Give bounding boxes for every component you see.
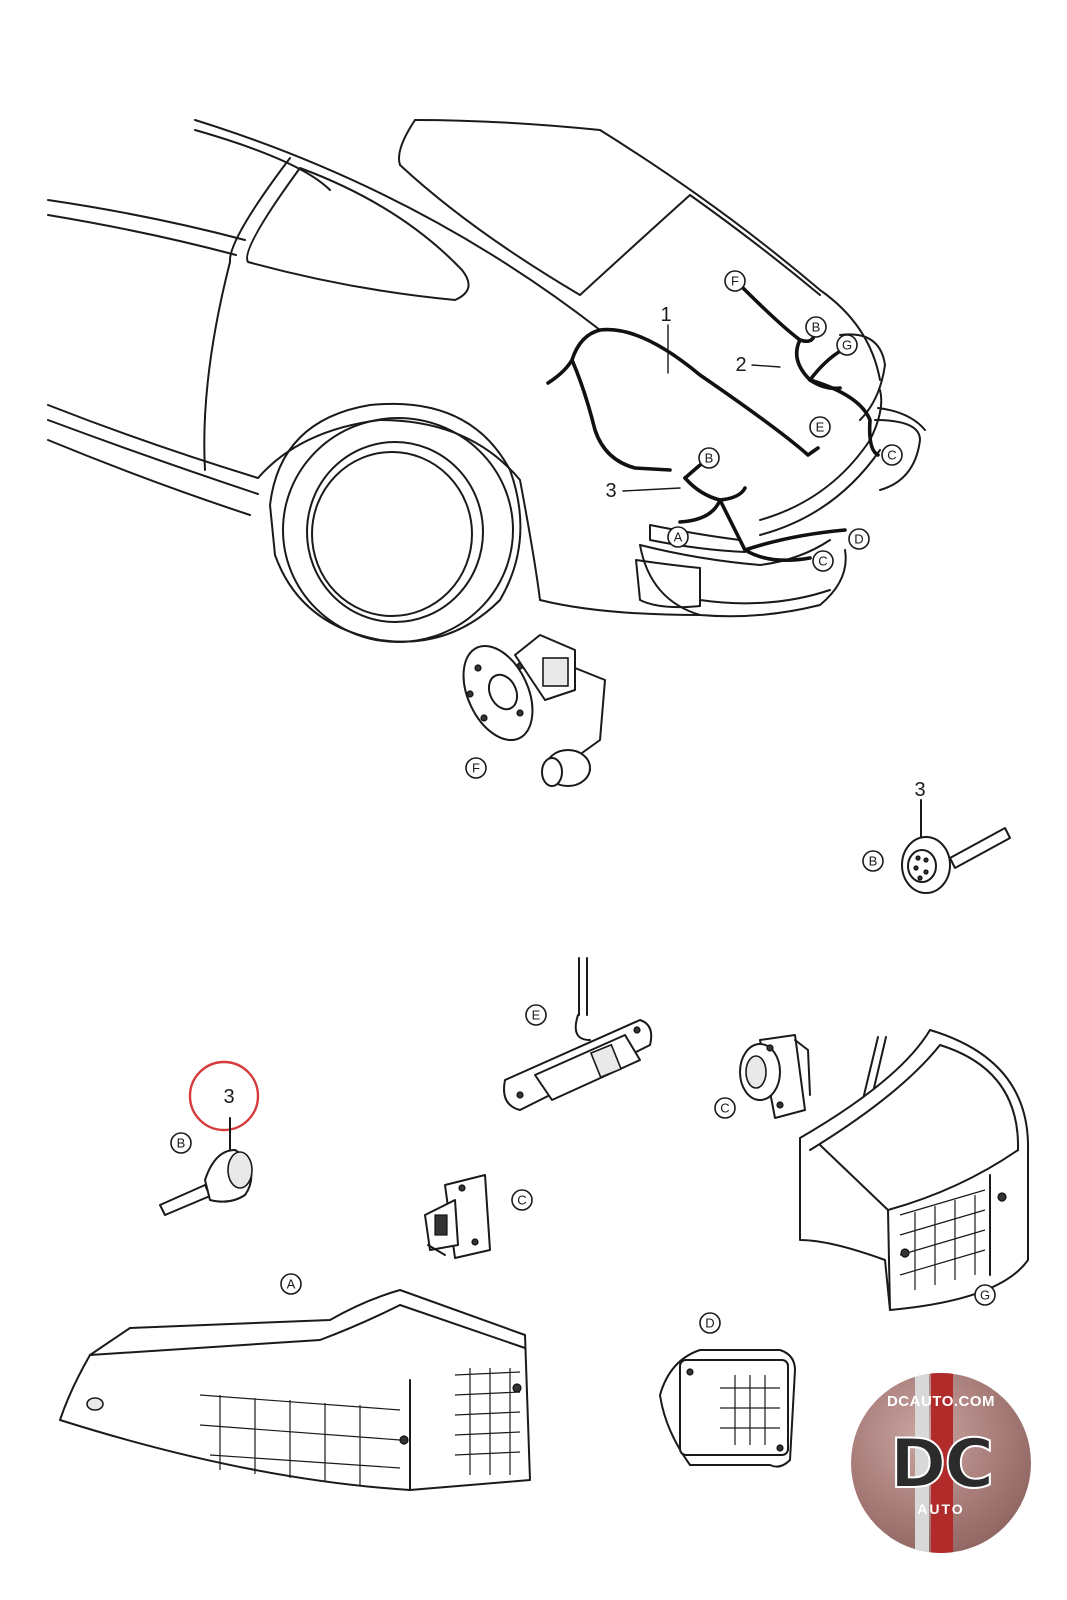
logo-stripe: [931, 1373, 953, 1553]
callout-car-b-mid: B: [698, 447, 720, 469]
svg-text:G: G: [842, 338, 852, 353]
callout-socket-c-mid: C: [511, 1189, 533, 1211]
bulb-socket-c-mid: [424, 1174, 491, 1259]
car-body: [47, 119, 926, 618]
plug-b-right: [901, 799, 1011, 894]
callout-car-f: F: [724, 270, 746, 292]
svg-text:A: A: [674, 530, 683, 545]
svg-text:D: D: [854, 532, 863, 547]
plug-b-highlighted-number: 3: [223, 1086, 234, 1108]
callout-sender-f: F: [465, 757, 487, 779]
svg-text:C: C: [818, 554, 827, 569]
logo-mark: DC: [889, 1424, 995, 1505]
plug-b-top-number: 3: [914, 779, 925, 801]
callout-plug-b-right: B: [862, 850, 884, 872]
svg-text:C: C: [887, 448, 896, 463]
callout-car-c-right: C: [881, 444, 903, 466]
svg-text:B: B: [869, 854, 878, 869]
logo-subtext: AUTO: [917, 1501, 965, 1517]
callout-plug-b-left: B: [170, 1132, 192, 1154]
callout-car-b-top: B: [805, 316, 827, 338]
svg-text:F: F: [472, 761, 480, 776]
svg-text:F: F: [731, 274, 739, 289]
callout-car-g: G: [836, 334, 858, 356]
svg-text:C: C: [720, 1101, 729, 1116]
callout-car-c-low: C: [812, 550, 834, 572]
logo-url: DCAUTO.COM: [886, 1393, 996, 1410]
callout-lamp-d: D: [699, 1312, 721, 1334]
harness-2-label: 2: [735, 354, 746, 376]
svg-text:C: C: [517, 1193, 526, 1208]
logo-stripe-light: [915, 1373, 929, 1553]
callout-socket-c-right: C: [714, 1097, 736, 1119]
fuel-level-sender: [462, 634, 606, 787]
wiring-harness: [546, 283, 880, 563]
plug-b-left: [159, 1117, 253, 1216]
harness-3-label: 3: [605, 480, 616, 502]
svg-text:B: B: [177, 1136, 186, 1151]
svg-text:B: B: [705, 451, 714, 466]
rear-fog-lamp-d: [659, 1349, 796, 1468]
callout-car-a: A: [667, 526, 689, 548]
harness-1-label: 1: [660, 304, 671, 326]
svg-text:G: G: [980, 1288, 990, 1303]
dcauto-logo: DCAUTO.COM DC AUTO: [851, 1373, 1031, 1553]
callout-car-e: E: [809, 416, 831, 438]
highlight-ring: [188, 1060, 260, 1132]
callout-lamp-e: E: [525, 1004, 547, 1026]
svg-text:E: E: [816, 420, 825, 435]
callout-car-d: D: [848, 528, 870, 550]
licence-plate-lamp: [503, 957, 653, 1111]
bulb-socket-c-right: [739, 1034, 811, 1119]
svg-text:A: A: [287, 1277, 296, 1292]
leader-lines: [622, 324, 781, 492]
tail-lamp-g: [799, 1029, 1030, 1311]
callout-lamp-a: A: [280, 1273, 302, 1295]
svg-text:D: D: [705, 1316, 714, 1331]
rear-wheel: [269, 402, 522, 643]
callout-lamp-g: G: [974, 1284, 996, 1306]
svg-text:B: B: [812, 320, 821, 335]
svg-text:E: E: [532, 1008, 541, 1023]
tail-lamp-a: [59, 1289, 531, 1491]
